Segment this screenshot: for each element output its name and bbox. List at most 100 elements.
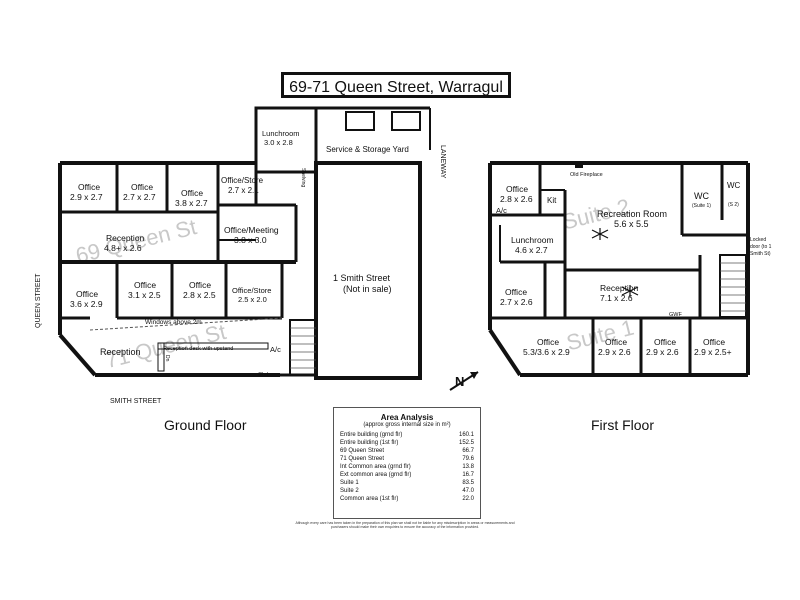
area-row-label: Int Common area (grnd flr): [340, 464, 411, 470]
area-analysis-panel: Area Analysis (approx gross internal siz…: [333, 407, 481, 519]
fireplace-icon: [575, 163, 583, 168]
ceiling-fan-icon: [621, 285, 639, 297]
area-row: Int Common area (grnd flr) 13.8: [340, 463, 474, 471]
area-analysis-subtitle: (approx gross internal size in m²): [363, 422, 451, 428]
f-office-f-size: 2.9 x 2.5+: [694, 347, 732, 357]
f-office-c-name: Office: [537, 337, 559, 347]
g-yard-label: Service & Storage Yard: [326, 145, 409, 154]
f-office-f-name: Office: [703, 337, 725, 347]
g-desk-note: Reception desk with upstand: [163, 346, 233, 352]
f-wc1-name: WC: [694, 191, 709, 201]
g-office-c-size: 3.8 x 2.7: [175, 198, 208, 208]
g-windows-note: Windows above 2m: [145, 319, 202, 326]
area-row-label: Ext common area (grnd flr): [340, 472, 412, 478]
g-office-c-name: Office: [181, 188, 203, 198]
g-office-a-name: Office: [78, 182, 100, 192]
area-row-value: 79.6: [462, 456, 474, 462]
area-row-label: Entire building (grnd flr): [340, 432, 403, 438]
f-gwf-label: GWF: [669, 312, 682, 318]
f-lunchroom-size: 4.6 x 2.7: [515, 245, 548, 255]
g-office-d-name: Office: [76, 289, 98, 299]
f-locked-door-1: Locked: [750, 237, 766, 243]
g-office-e-name: Office: [134, 280, 156, 290]
g-lunchroom-size: 3.0 x 2.8: [264, 138, 293, 147]
f-reception-name: Reception: [600, 283, 639, 293]
area-row: Suite 2 47.0: [340, 487, 474, 495]
queen-street-label: QUEEN STREET: [35, 273, 42, 328]
f-wc1-note: (Suite 1): [692, 203, 711, 209]
f-office-e-name: Office: [654, 337, 676, 347]
area-row: Entire building (1st flr) 152.5: [340, 439, 474, 447]
smith-street-label: SMITH STREET: [110, 398, 162, 405]
f-office-c-size: 5.3/3.6 x 2.9: [523, 347, 570, 357]
area-row: 69 Queen Street 66.7: [340, 447, 474, 455]
area-row-label: 71 Queen Street: [340, 456, 385, 462]
g-reception-69-size: 4.8+ x 2.6: [104, 243, 142, 253]
g-office-d-size: 3.6 x 2.9: [70, 299, 103, 309]
g-smith-note: (Not in sale): [343, 284, 392, 294]
g-office-a-size: 2.9 x 2.7: [70, 192, 103, 202]
f-office-a-name: Office: [506, 184, 528, 194]
area-analysis-title: Area Analysis: [380, 413, 434, 422]
g-dn-label: Dn: [164, 355, 170, 362]
compass-icon: [449, 371, 479, 391]
g-ac-label: A/c: [270, 345, 281, 354]
g-cbd-label: Cbd: [258, 372, 268, 378]
first-floor-caption: First Floor: [591, 417, 654, 433]
f-reception-size: 7.1 x 2.6: [600, 293, 633, 303]
windows-above-line: [89, 317, 283, 331]
f-office-b-name: Office: [505, 287, 527, 297]
f-recreation-size: 5.6 x 5.5: [614, 219, 649, 229]
area-row-label: Suite 2: [340, 488, 359, 494]
ground-stairs-treads: [290, 327, 316, 369]
f-office-b-size: 2.7 x 2.6: [500, 297, 533, 307]
area-row: 71 Queen Street 79.6: [340, 455, 474, 463]
area-row: Common area (1st flr) 22.0: [340, 495, 474, 503]
compass-north-label: N: [455, 374, 464, 389]
g-office-b-size: 2.7 x 2.7: [123, 192, 156, 202]
f-lunchroom-name: Lunchroom: [511, 235, 554, 245]
g-reception-71-name: Reception: [100, 347, 141, 357]
f-wc2-name: WC: [727, 181, 741, 190]
g-office-store-a-size: 2.7 x 2.1: [228, 186, 259, 195]
f-wc2-note: (S 2): [728, 202, 739, 208]
f-ac-label: A/c: [496, 206, 507, 215]
f-locked-door-3: Smith St): [750, 251, 771, 257]
f-office-d-size: 2.9 x 2.6: [598, 347, 631, 357]
f-office-e-size: 2.9 x 2.6: [646, 347, 679, 357]
area-row: Entire building (grnd flr) 160.1: [340, 431, 474, 439]
g-smith-name: 1 Smith Street: [333, 273, 391, 283]
g-office-f-name: Office: [189, 280, 211, 290]
f-office-d-name: Office: [605, 337, 627, 347]
area-row-value: 13.8: [462, 464, 474, 470]
first-floor-walls: [488, 161, 750, 377]
area-row-value: 83.5: [462, 480, 474, 486]
ground-floor-walls: [58, 106, 431, 380]
g-office-e-size: 3.1 x 2.5: [128, 290, 161, 300]
ground-floor-caption: Ground Floor: [164, 417, 247, 433]
g-shelving-label: Shelving: [300, 168, 306, 187]
first-stairs-treads: [720, 262, 746, 312]
reception-desk-return: [157, 342, 165, 372]
plan-title: 69-71 Queen Street, Warragul: [281, 72, 511, 98]
area-row-value: 160.1: [458, 432, 474, 438]
g-office-meeting-size: 3.8 x 3.0: [234, 235, 267, 245]
area-row-label: 69 Queen Street: [340, 448, 385, 454]
f-office-a-size: 2.8 x 2.6: [500, 194, 533, 204]
area-row-value: 66.7: [462, 448, 474, 454]
area-row-label: Common area (1st flr): [340, 496, 399, 502]
g-office-f-size: 2.8 x 2.5: [183, 290, 216, 300]
area-row-value: 22.0: [462, 496, 474, 502]
disclaimer-text: Although every care has been taken in th…: [295, 521, 515, 529]
ceiling-fan-icon: [591, 228, 609, 240]
g-reception-69-name: Reception: [106, 233, 145, 243]
f-fireplace-label: Old Fireplace: [570, 172, 603, 178]
area-row-value: 152.5: [458, 440, 474, 446]
g-office-store-b-size: 2.5 x 2.0: [238, 295, 267, 304]
area-row-value: 47.0: [462, 488, 474, 494]
f-recreation-name: Recreation Room: [597, 209, 667, 219]
area-row-label: Entire building (1st flr): [340, 440, 399, 446]
f-locked-door-2: door (to 1: [750, 244, 772, 250]
